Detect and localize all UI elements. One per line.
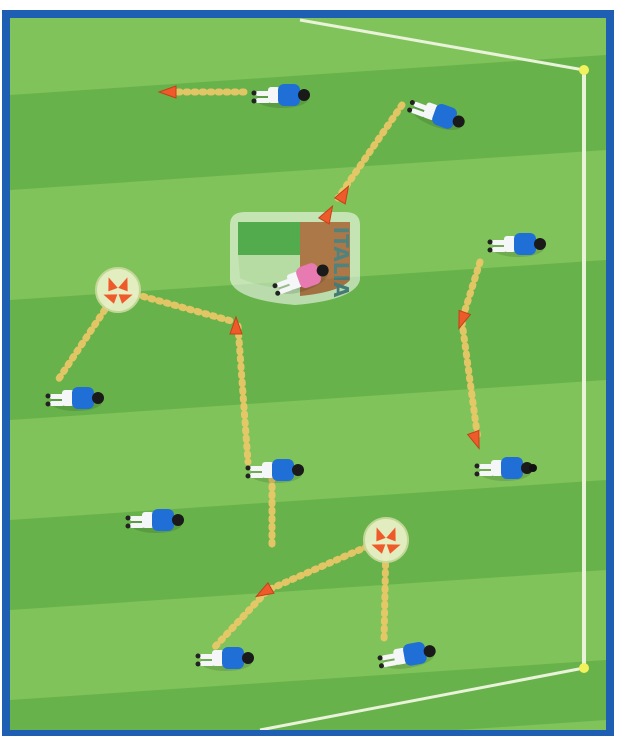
cone-group-icon (364, 518, 408, 562)
grass-stripes (10, 18, 606, 738)
ball-icon (529, 464, 537, 472)
corner-flag-bottom (579, 663, 589, 673)
cone-group-icon (96, 268, 140, 312)
crest-text: ITALIA (329, 227, 353, 298)
corner-flag-top (579, 65, 589, 75)
